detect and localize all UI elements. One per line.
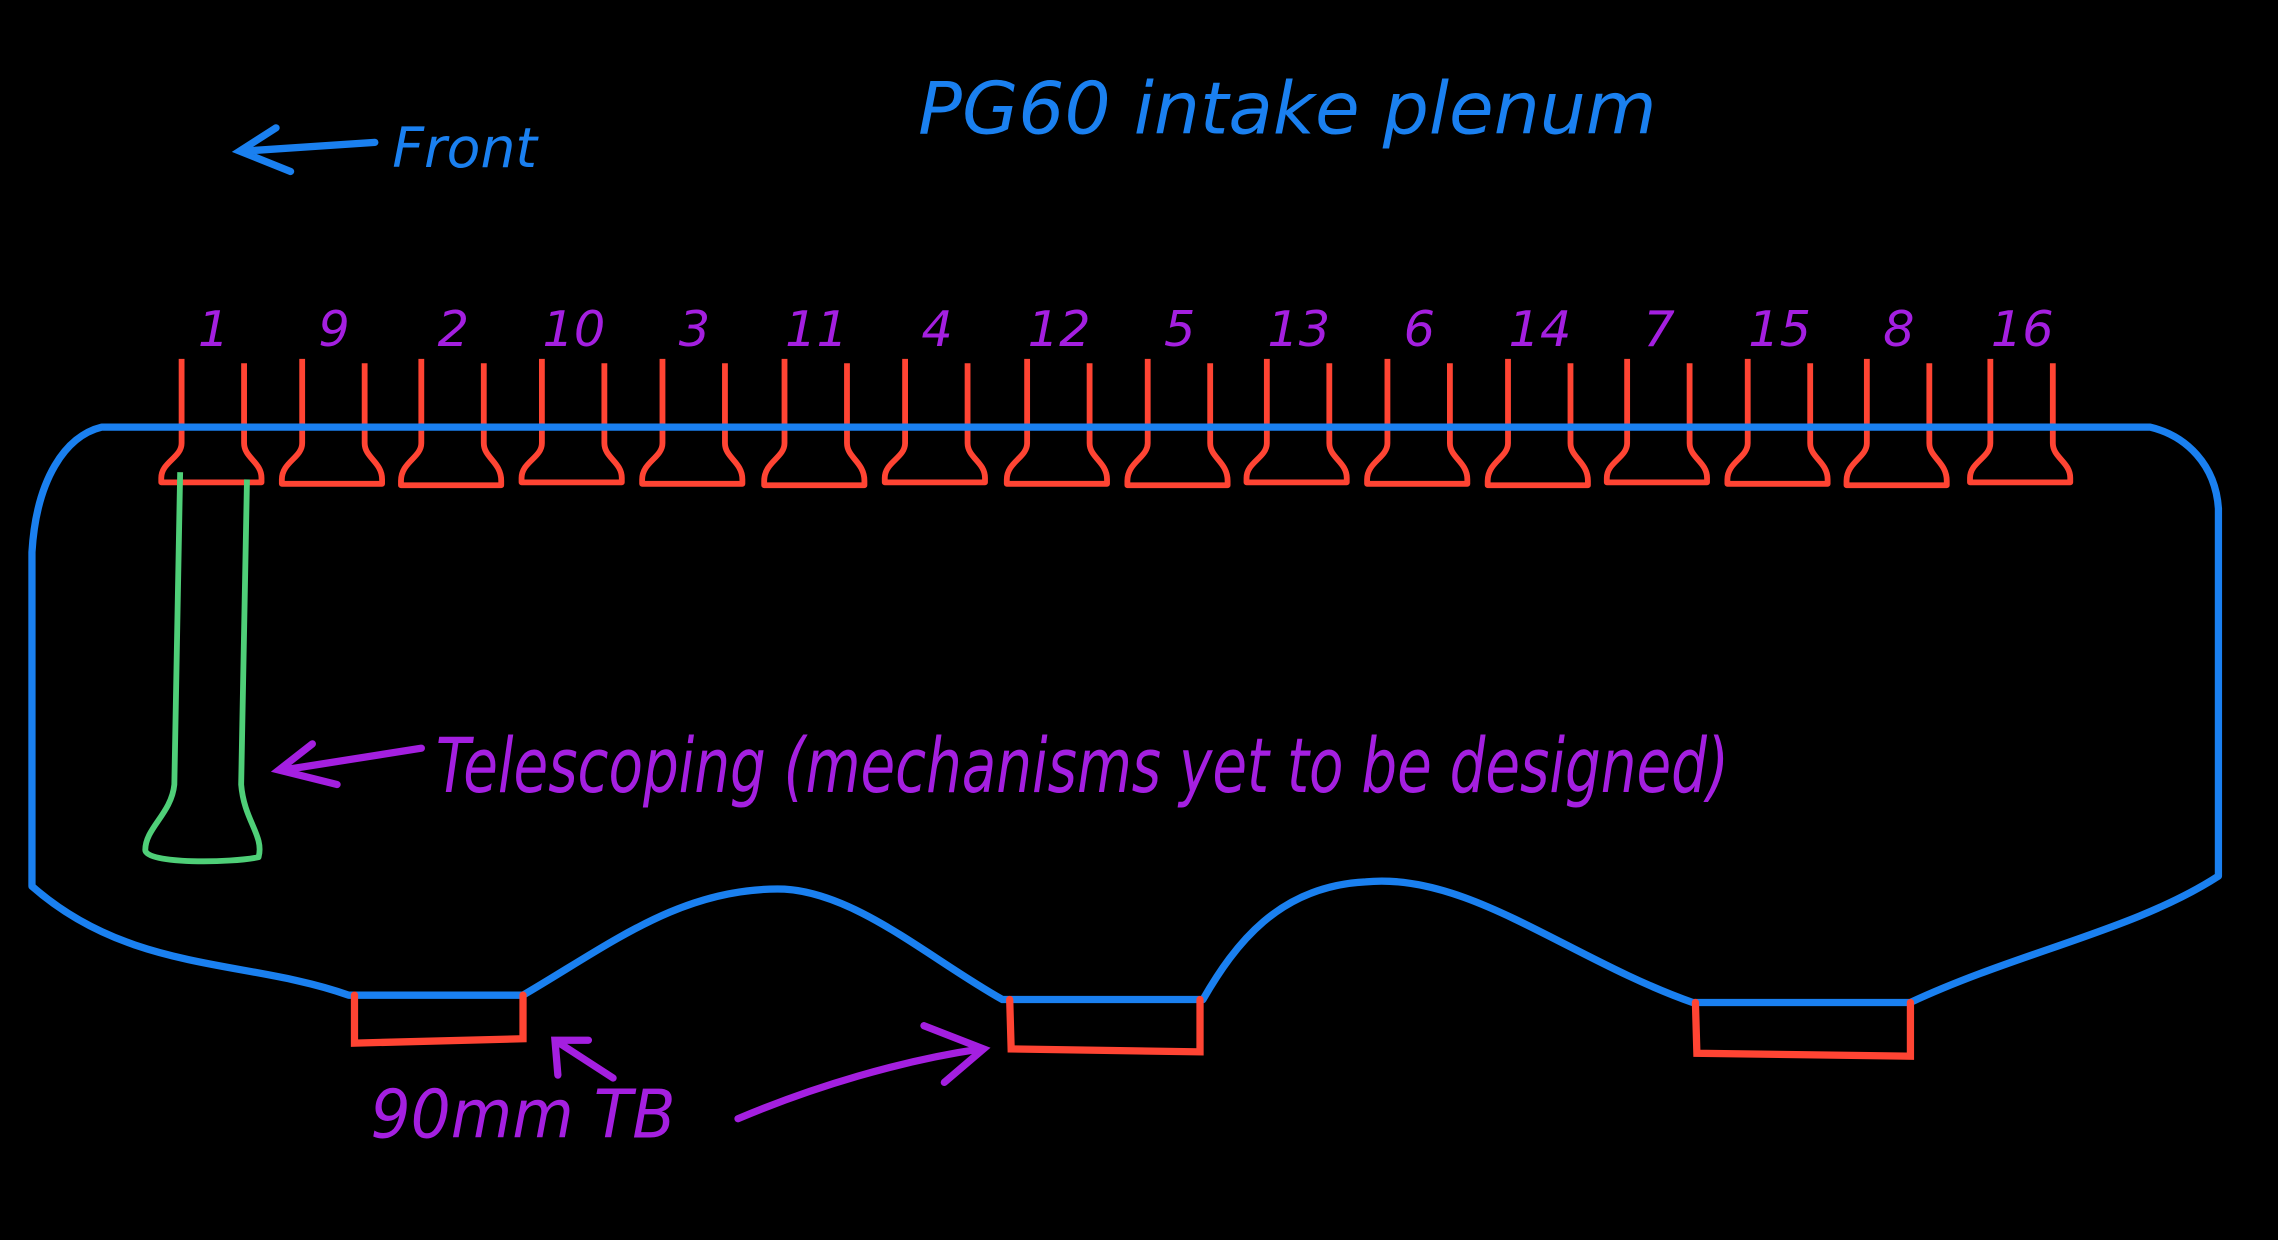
intake-runner — [1364, 358, 1471, 487]
cylinder-number: 4 — [921, 300, 952, 358]
telescoping-arrow-icon — [270, 740, 425, 789]
intake-runner — [278, 358, 385, 487]
cylinder-number: 2 — [438, 300, 469, 358]
intake-runner — [1243, 358, 1350, 486]
intake-runner — [1843, 358, 1950, 489]
cylinder-number: 6 — [1404, 300, 1435, 358]
intake-runner — [1603, 358, 1710, 486]
cylinder-number: 10 — [542, 300, 605, 358]
intake-runner — [398, 358, 505, 489]
cylinder-number: 13 — [1267, 300, 1330, 358]
telescoping-runner — [142, 472, 263, 865]
cylinder-number: 11 — [785, 300, 848, 358]
intake-runner — [1724, 358, 1831, 487]
intake-runner — [639, 358, 746, 487]
intake-runner — [158, 358, 265, 486]
cylinder-number: 7 — [1643, 300, 1674, 358]
cylinder-number: 9 — [318, 300, 349, 358]
intake-runner — [761, 358, 868, 489]
intake-runner — [1124, 358, 1231, 489]
cylinder-number: 15 — [1748, 300, 1811, 358]
cylinder-number: 16 — [1991, 300, 2054, 358]
cylinder-number: 1 — [198, 300, 229, 358]
intake-runner — [1967, 358, 2074, 486]
intake-runner — [881, 358, 988, 486]
intake-runner — [518, 358, 625, 486]
throttle-body-3 — [1691, 998, 1915, 1060]
throttle-body-2 — [1006, 995, 1204, 1056]
tb-arrow-right-icon — [734, 1022, 991, 1123]
cylinder-number-labels: 1 9 2 10 3 11 4 12 5 13 6 14 7 15 8 16 — [198, 300, 2054, 358]
intake-runners — [158, 358, 2074, 489]
cylinder-number: 14 — [1509, 300, 1572, 358]
front-label: Front — [392, 117, 539, 181]
tb-arrow-left-icon — [551, 1036, 617, 1082]
cylinder-number: 3 — [679, 300, 710, 358]
cylinder-number: 12 — [1028, 300, 1091, 358]
front-arrow-icon — [231, 124, 379, 176]
throttle-body-1 — [350, 991, 527, 1047]
cylinder-number: 8 — [1883, 300, 1914, 358]
diagram-title: PG60 intake plenum — [918, 68, 1656, 152]
telescoping-note: Telescoping (mechanisms yet to be design… — [436, 722, 1729, 810]
intake-runner — [1484, 358, 1591, 489]
cylinder-number: 5 — [1164, 300, 1195, 358]
throttle-body-label: 90mm TB — [370, 1076, 675, 1154]
intake-runner — [1003, 358, 1110, 487]
